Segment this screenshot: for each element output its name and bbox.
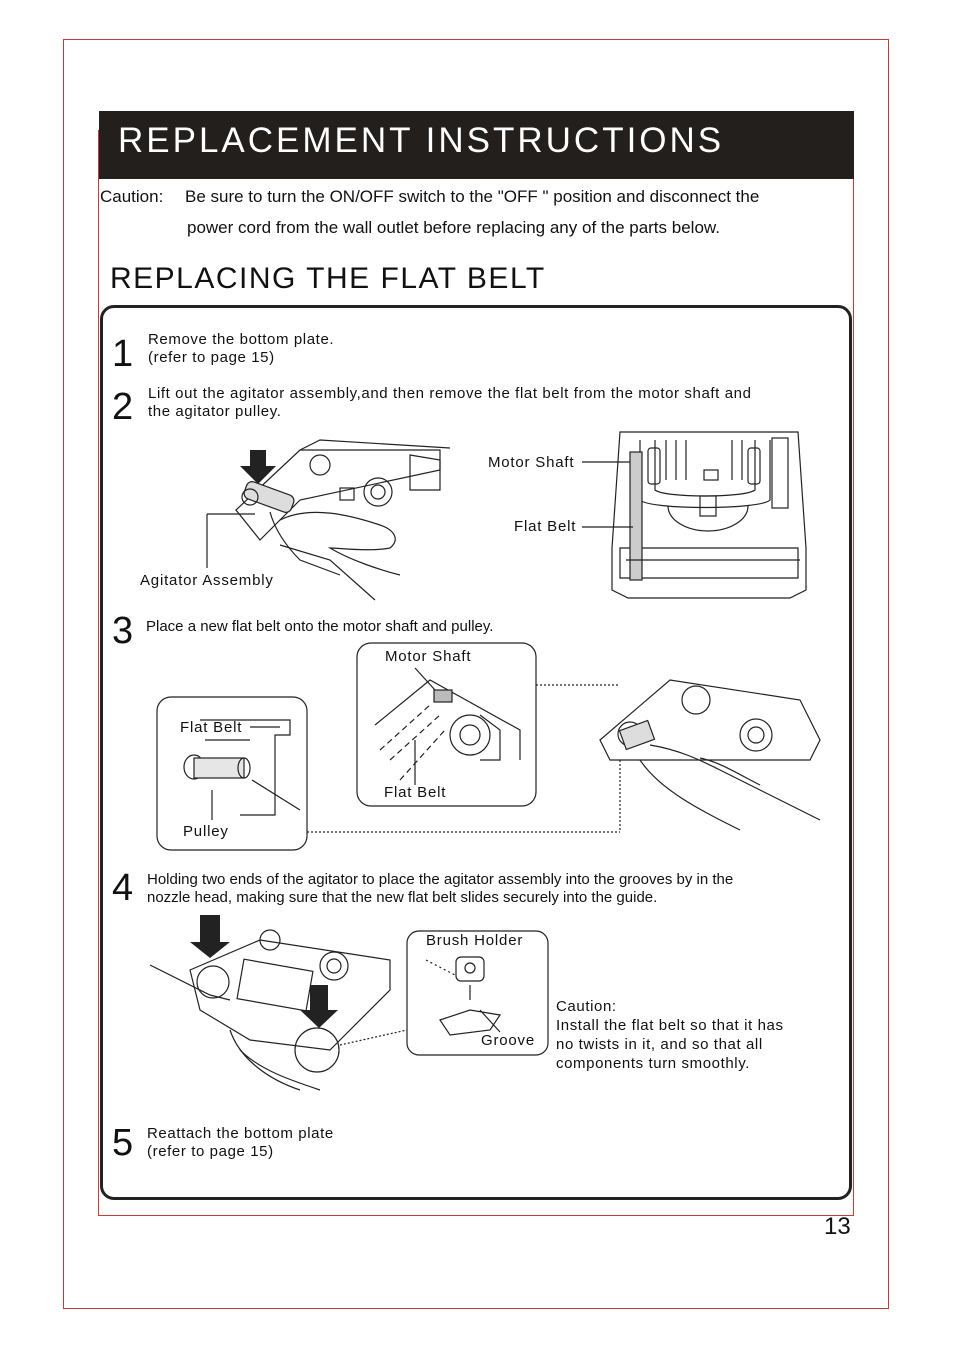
step-1-line1: Remove the bottom plate. bbox=[148, 331, 335, 348]
down-arrow-icon-2 bbox=[300, 985, 338, 1028]
label-motor-shaft-1: Motor Shaft bbox=[488, 454, 575, 471]
step-3-number: 3 bbox=[112, 610, 134, 652]
install-caution-note: Caution: Install the flat belt so that i… bbox=[556, 997, 784, 1073]
brush-holder-callout bbox=[406, 930, 549, 1056]
header-bar bbox=[99, 111, 854, 179]
pulley-callout bbox=[156, 696, 308, 851]
header-title: REPLACEMENT INSTRUCTIONS bbox=[118, 121, 725, 160]
label-motor-shaft-2: Motor Shaft bbox=[385, 648, 472, 665]
caution-label: Caution: bbox=[100, 187, 164, 206]
step-4-line1: Holding two ends of the agitator to plac… bbox=[147, 871, 734, 888]
step-2-number: 2 bbox=[112, 386, 134, 428]
page-number: 13 bbox=[824, 1213, 851, 1240]
motor-shaft-callout bbox=[356, 642, 537, 807]
label-flat-belt-3: Flat Belt bbox=[180, 719, 243, 736]
caution-text-line2: power cord from the wall outlet before r… bbox=[187, 218, 720, 237]
motor-shaft-belt-illustration bbox=[582, 431, 807, 599]
install-caution-line3: components turn smoothly. bbox=[556, 1055, 750, 1072]
step-5-number: 5 bbox=[112, 1122, 134, 1164]
label-flat-belt-2: Flat Belt bbox=[384, 784, 447, 801]
label-pulley: Pulley bbox=[183, 823, 229, 840]
step-2-line1: Lift out the agitator assembly,and then … bbox=[148, 385, 752, 402]
install-caution-line1: Install the flat belt so that it has bbox=[556, 1017, 784, 1034]
up-arrow-icon bbox=[240, 450, 276, 484]
page-border-outer bbox=[63, 39, 889, 1309]
install-caution-title: Caution: bbox=[556, 998, 617, 1015]
install-caution-line2: no twists in it, and so that all bbox=[556, 1036, 763, 1053]
caution-text-line1: Be sure to turn the ON/OFF switch to the… bbox=[185, 187, 760, 206]
callout-leader-lines bbox=[307, 684, 621, 1046]
down-arrow-icon bbox=[190, 915, 230, 958]
step-4-number: 4 bbox=[112, 867, 134, 909]
section-title: REPLACING THE FLAT BELT bbox=[110, 262, 546, 295]
step-5-line2: (refer to page 15) bbox=[147, 1143, 274, 1160]
label-agitator-assembly: Agitator Assembly bbox=[140, 572, 274, 589]
instructions-panel bbox=[100, 305, 852, 1200]
step-5-text: Reattach the bottom plate (refer to page… bbox=[147, 1125, 334, 1161]
step-5-line1: Reattach the bottom plate bbox=[147, 1125, 334, 1142]
agitator-insert-illustration bbox=[149, 915, 391, 1091]
step-1-number: 1 bbox=[112, 333, 134, 375]
step-1-line2: (refer to page 15) bbox=[148, 349, 275, 366]
step-3-line1: Place a new flat belt onto the motor sha… bbox=[146, 618, 494, 635]
step-4-line2: nozzle head, making sure that the new fl… bbox=[147, 889, 658, 906]
agitator-lift-illustration bbox=[206, 439, 451, 601]
label-groove: Groove bbox=[481, 1032, 535, 1049]
step-4-text: Holding two ends of the agitator to plac… bbox=[147, 871, 733, 907]
label-flat-belt-1: Flat Belt bbox=[514, 518, 577, 535]
step-2-line2: the agitator pulley. bbox=[148, 403, 282, 420]
label-brush-holder: Brush Holder bbox=[426, 932, 524, 949]
step-2-text: Lift out the agitator assembly,and then … bbox=[148, 385, 828, 421]
nozzle-belt-illustration bbox=[599, 679, 821, 831]
step-1-text: Remove the bottom plate. (refer to page … bbox=[148, 331, 334, 367]
